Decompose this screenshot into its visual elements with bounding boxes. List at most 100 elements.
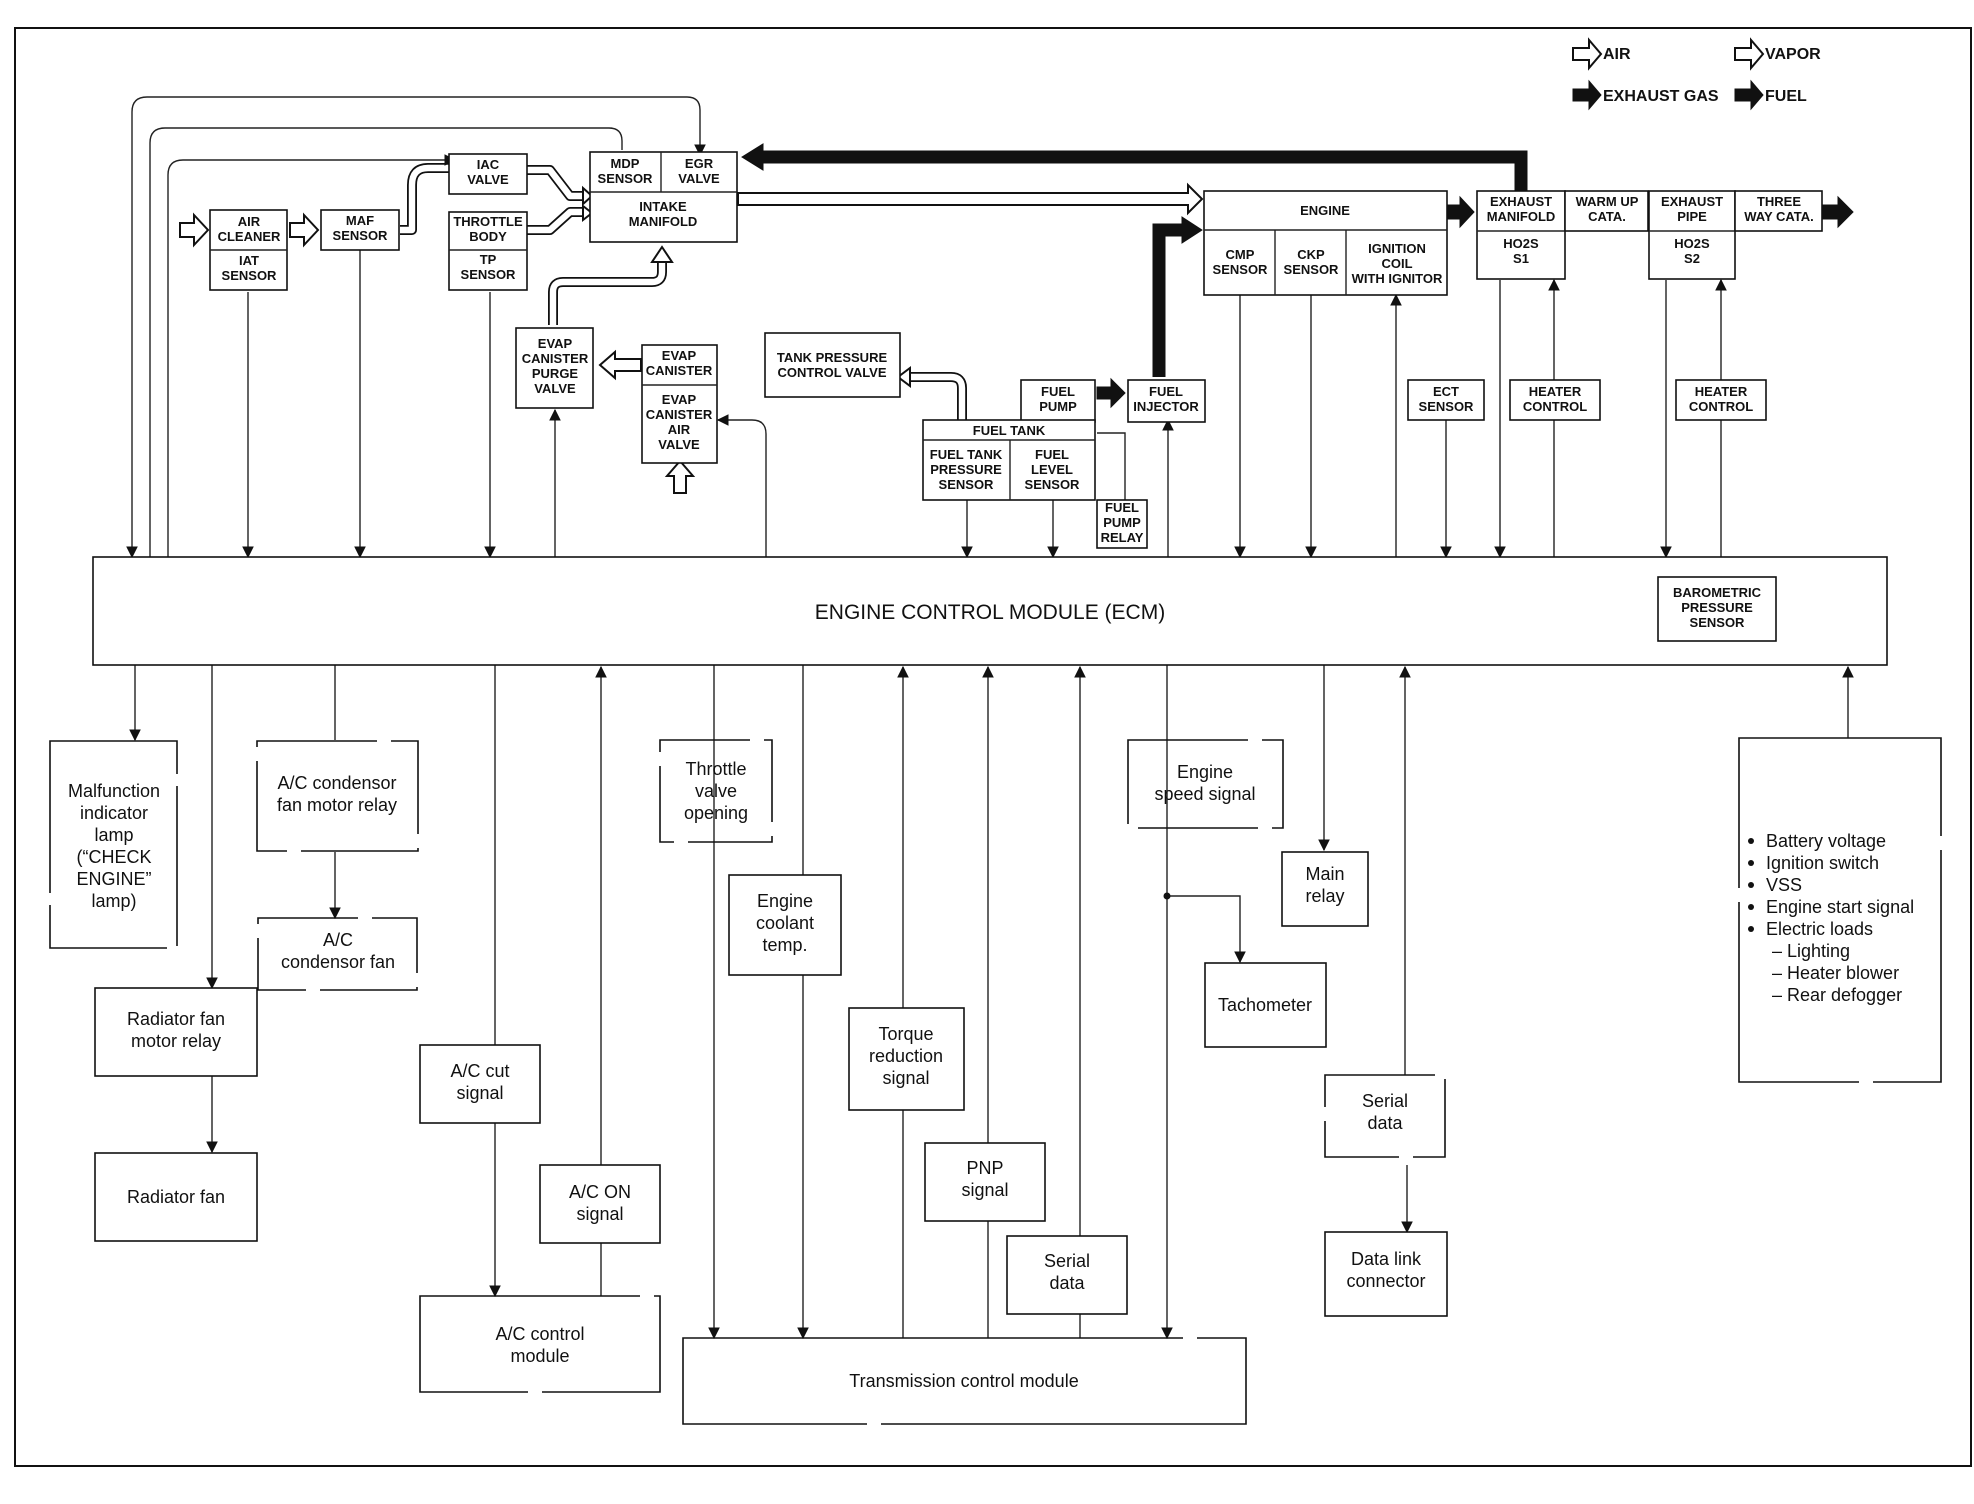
evap-purge-valve-label: CANISTER [522,351,589,366]
lower-components [49,737,1942,1425]
arrowhead [595,665,607,678]
arrowhead [1715,278,1727,291]
throttle-valve-opening-label: valve [695,781,737,801]
cmp-sensor-label: CMP [1226,247,1255,262]
arrowhead-iac-manifold [582,185,594,207]
tp-sensor-label: TP [480,252,497,267]
evap-purge-valve-label: EVAP [538,336,573,351]
mil-box [49,740,178,949]
throttle-body-label: BODY [469,229,507,244]
arrowhead [1660,546,1672,559]
tachometer-label: Tachometer [1218,995,1312,1015]
maf-sensor-label: MAF [346,213,374,228]
line-egr [131,96,701,557]
serial-data-2-box [1324,1074,1446,1158]
ignition-coil-label: WITH IGNITOR [1352,271,1443,286]
transmission-module-label: Transmission control module [849,1371,1078,1391]
legend-air-arrow [1572,37,1603,71]
radiator-fan-relay-box [94,987,258,1077]
tank-pressure-valve-label: TANK PRESSURE [777,350,888,365]
engine-label: ENGINE [1300,203,1350,218]
legend-exhaust-arrow [1572,79,1602,111]
inputs-list-item: Electric loads [1766,919,1873,939]
ac-control-box [419,1295,661,1393]
arrowhead [1234,951,1246,964]
egr-valve-label: VALVE [678,171,720,186]
radiator-fan-relay-label: Radiator fan [127,1009,225,1029]
fuel-pump-relay-box [1096,499,1148,549]
ect-sensor-label: SENSOR [1419,399,1475,414]
arrowhead [797,1327,809,1340]
engine-coolant-temp-label: Engine [757,891,813,911]
evap-air-valve-label: EVAP [662,392,697,407]
fuel-flow-arrowhead [1181,216,1203,244]
evap-air-valve-label: AIR [668,422,691,437]
legend-vapor-label: VAPOR [1765,46,1821,63]
ect-sensor-label: ECT [1433,384,1459,399]
barometric-sensor-label: SENSOR [1690,615,1746,630]
data-link-connector-label: connector [1346,1271,1425,1291]
throttle-tp-box [448,211,528,291]
ac-condensor-relay-label: fan motor relay [277,795,397,815]
arrowhead [1162,418,1174,431]
iat-sensor-label: IAT [239,253,259,268]
electric-load-item: – Rear defogger [1772,985,1902,1005]
mdp-sensor-label: SENSOR [598,171,654,186]
arrowhead [1548,278,1560,291]
engine-speed-signal-label: Engine [1177,762,1233,782]
heater-control-2-label: CONTROL [1689,399,1753,414]
torque-reduction-label: signal [882,1068,929,1088]
arrowhead [489,1285,501,1298]
arrowhead [1161,1327,1173,1340]
serial-data-1-label: Serial [1044,1251,1090,1271]
arrowhead [242,546,254,559]
transmission-module-box [682,1337,1247,1425]
fuel-tank-pressure-sensor-label: PRESSURE [930,462,1002,477]
air-path-maf-iac-inner [400,164,451,234]
arrowhead [484,546,496,559]
inputs-list-box [1738,737,1942,1083]
three-way-cata-label: THREE [1757,194,1801,209]
exhaust-flow [741,143,1854,409]
pnp-signal-label: signal [961,1180,1008,1200]
iac-valve-label: IAC [477,157,500,172]
ac-control-module-label: A/C control [495,1324,584,1344]
exhaust-pipe-label: PIPE [1677,209,1707,224]
ecm-box [92,556,1888,666]
main-relay-label: relay [1305,886,1344,906]
three-way-cata-box [1734,190,1823,232]
fuel-level-sensor-label: FUEL [1035,447,1069,462]
serial-data-1-box [1006,1235,1128,1315]
bullet-dot [1748,860,1754,866]
vapor-path-tank-valve [910,372,967,420]
evap-canister-label: EVAP [662,348,697,363]
inputs-list-item: VSS [1766,875,1802,895]
arrowhead [897,665,909,678]
engine-box [1203,190,1448,296]
intake-manifold-label: MANIFOLD [629,214,698,229]
ho2s-s1-label: HO2S [1503,236,1539,251]
warm-up-cata-label: WARM UP [1576,194,1639,209]
bullet-dot [1748,926,1754,932]
exhaust-return-line [760,150,1528,192]
heater-control-1-box [1509,379,1601,421]
fuel-injector-label: FUEL [1149,384,1183,399]
upper-components [209,151,1823,549]
fuel-pump-label: PUMP [1039,399,1077,414]
ac-condensor-relay-box [256,740,419,852]
label-layer: MDPSENSOREGRVALVEINTAKEMANIFOLDIACVALVET… [68,156,1814,1391]
fuel-injector-box [1127,379,1206,423]
arrowhead-tank-valve [896,366,911,388]
throttle-valve-opening-label: opening [684,803,748,823]
mil-label: (“CHECK [77,847,152,867]
barometric-sensor-box [1657,576,1777,642]
warm-up-cata-label: CATA. [1588,209,1626,224]
exhaust-manifold-label: MANIFOLD [1487,209,1556,224]
arrowhead [1074,665,1086,678]
arrowhead [206,1141,218,1154]
exhaust-arrow-2 [1822,195,1854,229]
legend-fuel-arrow [1734,79,1764,111]
fuel-flow-line [1152,223,1186,377]
engine-speed-box [1127,739,1284,829]
evap-canister-label: CANISTER [646,363,713,378]
